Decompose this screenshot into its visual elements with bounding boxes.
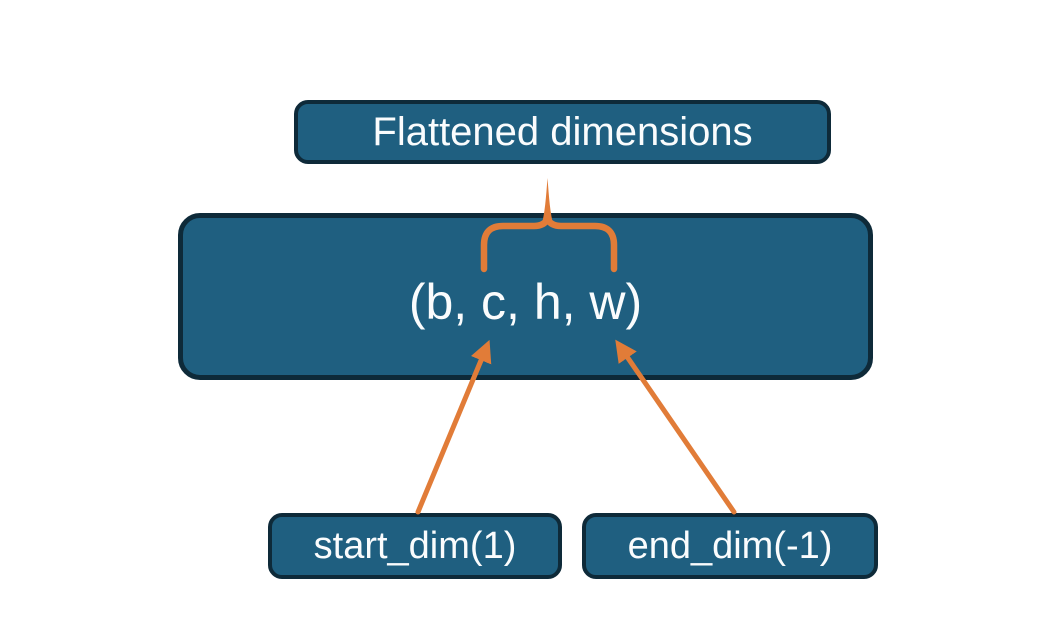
end-dim-box: end_dim(-1) [582,513,878,579]
flattened-dimensions-box: Flattened dimensions [294,100,831,164]
tensor-shape-label: (b, c, h, w) [408,273,643,330]
flattened-dimensions-label: Flattened dimensions [372,110,753,154]
start-dim-box: start_dim(1) [268,513,562,579]
start-dim-label: start_dim(1) [313,525,517,567]
end-dim-label: end_dim(-1) [627,525,833,567]
tensor-shape-box: (b, c, h, w) [178,213,873,380]
